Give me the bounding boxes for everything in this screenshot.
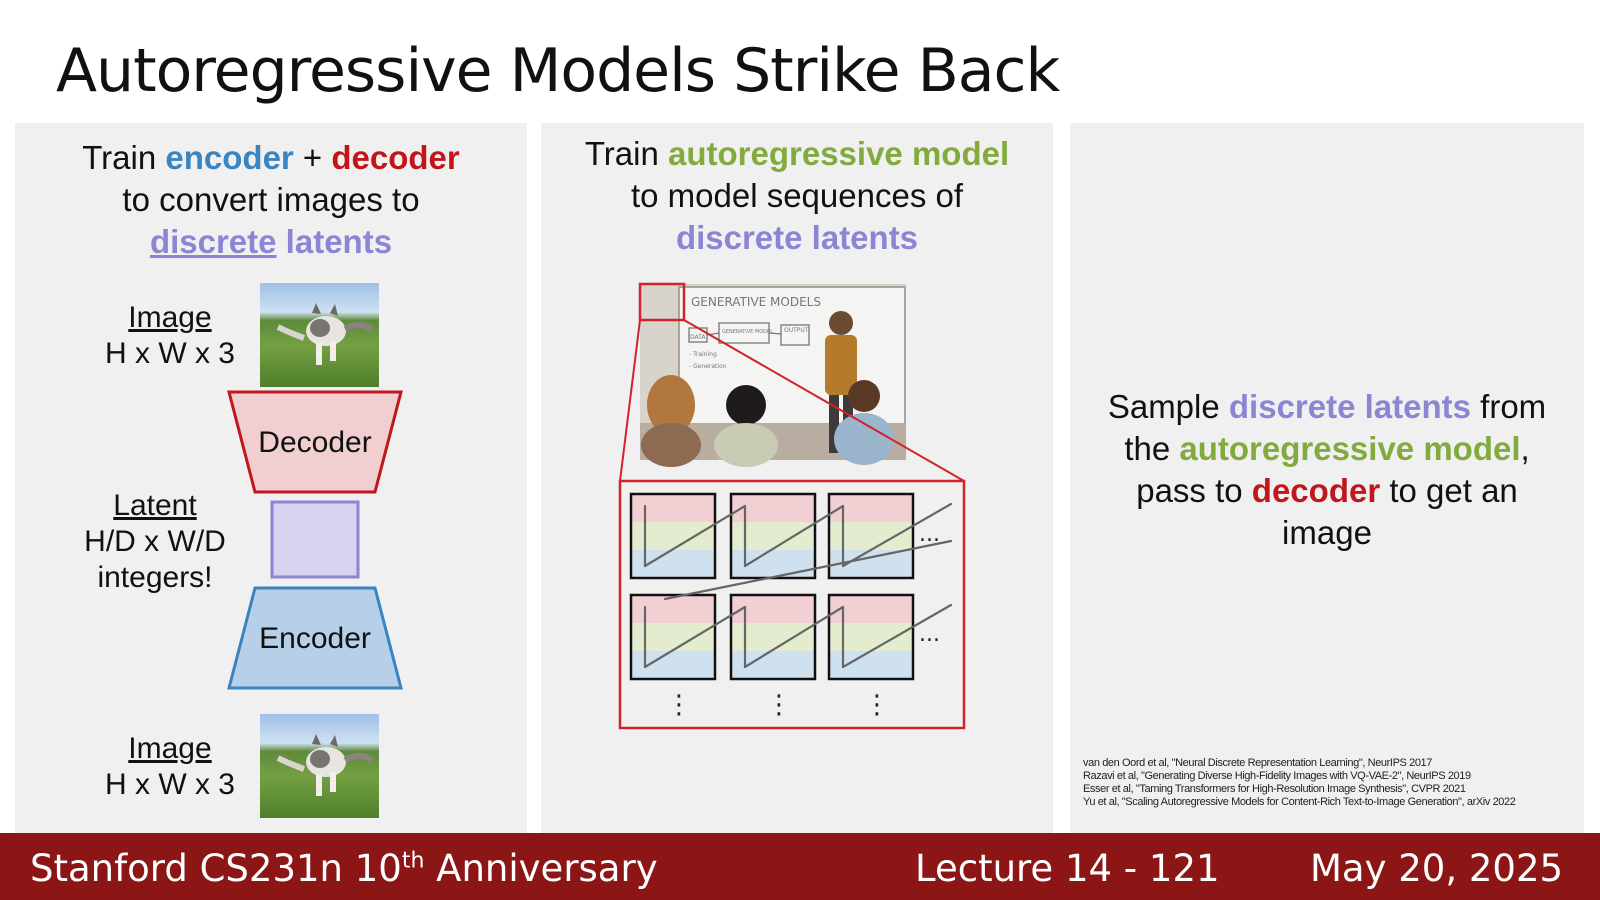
slide-footer: Stanford CS231n 10th Anniversary Lecture… (0, 833, 1600, 900)
image-top-label: Image H x W x 3 (75, 300, 265, 372)
autoregressive-model-keyword: autoregressive model (668, 135, 1010, 172)
reference-item: van den Oord et al, "Neural Discrete Rep… (1083, 757, 1432, 769)
discrete-latents-keyword: discrete latents (675, 219, 919, 256)
latent-dims-text: H/D x W/D (84, 525, 226, 558)
whiteboard-box3: OUTPUT (784, 327, 809, 334)
scan-diagonal-line (743, 605, 845, 669)
row1-ellipsis: ... (919, 522, 940, 547)
lecture-number: Lecture 14 - 121 (915, 847, 1220, 890)
scan-diagonal-line (743, 504, 845, 568)
caption-text: pass to (1136, 472, 1252, 509)
encoder-decoder-panel: Train encoder + decoder to convert image… (15, 123, 527, 833)
latent-sequence-diagram: GENERATIVE MODELS DATA GENERATIVE MODEL … (618, 282, 966, 730)
image-dims-text: H x W x 3 (104, 337, 235, 370)
whiteboard-note2: - Generation (689, 363, 727, 370)
reference-item: Esser et al, "Taming Transformers for Hi… (1083, 783, 1466, 795)
classroom-photo (640, 284, 906, 467)
kitten-illustration (276, 734, 374, 796)
reference-item: Razavi et al, "Generating Diverse High-F… (1083, 770, 1471, 782)
lecture-date: May 20, 2025 (1310, 847, 1564, 890)
discrete-keyword: discrete (149, 223, 277, 260)
panel2-caption: Train autoregressive model to model sequ… (541, 133, 1053, 259)
discrete-latents-keyword: discrete latents (1228, 388, 1471, 425)
caption-text: to model sequences of (630, 177, 964, 214)
whiteboard-box2: GENERATIVE MODEL (722, 329, 773, 335)
scan-diagonal-line (643, 504, 747, 568)
row2-ellipsis: ... (919, 622, 940, 647)
caption-text: Sample (1107, 388, 1229, 425)
zoom-line-left (619, 319, 641, 482)
decoder-keyword: decoder (331, 139, 460, 176)
course-superscript: th (401, 848, 425, 874)
course-text: Stanford CS231n 10 (30, 847, 402, 890)
decoder-label: Decoder (258, 426, 372, 459)
panel3-caption: Sample discrete latents from the autoreg… (1070, 386, 1584, 554)
caption-text: Train (82, 139, 166, 176)
image-label-text: Image (128, 732, 212, 765)
caption-text: from (1471, 388, 1547, 425)
kitten-illustration (276, 303, 374, 365)
caption-text: + (293, 139, 332, 176)
caption-text: the (1124, 430, 1180, 467)
latent-cell (629, 593, 717, 681)
sampling-panel: Sample discrete latents from the autoreg… (1070, 123, 1584, 833)
col3-vdots: ⋮ (864, 690, 890, 720)
decoder-keyword: decoder (1251, 472, 1381, 509)
encoder-block (227, 586, 403, 690)
latent-grid-frame (618, 479, 966, 730)
whiteboard-note1: - Training (689, 351, 717, 358)
col1-vdots: ⋮ (666, 690, 692, 720)
caption-text: Train (584, 135, 668, 172)
whiteboard-box1: DATA (690, 334, 706, 341)
encoder-keyword: encoder (165, 139, 294, 176)
encoder-decoder-diagram (227, 390, 403, 690)
references: van den Oord et al, "Neural Discrete Rep… (1083, 757, 1516, 809)
autoregressive-model-keyword: autoregressive model (1179, 430, 1521, 467)
caption-text: to convert images to (122, 181, 420, 218)
col2-vdots: ⋮ (766, 690, 792, 720)
caption-text: to get an (1380, 472, 1518, 509)
latent-text-block: Latent H/D x W/D integers! (60, 488, 250, 596)
scan-diagonal-line (643, 605, 747, 669)
caption-text: image (1282, 514, 1372, 551)
caption-text: , (1520, 430, 1530, 467)
latent-block (270, 500, 360, 579)
encoder-label: Encoder (259, 622, 371, 655)
decoder-block (227, 390, 403, 494)
scan-wrap-line (663, 539, 953, 601)
raster-scan-arrows (643, 502, 953, 669)
latent-label-text: Latent (113, 489, 197, 522)
latents-keyword: latents (276, 223, 393, 260)
latent-note-text: integers! (97, 561, 213, 594)
scan-diagonal-line (841, 502, 953, 568)
slide-title: Autoregressive Models Strike Back (56, 36, 1060, 106)
kitten-image-top (260, 283, 379, 387)
kitten-image-bottom (260, 714, 379, 818)
image-dims-text: H x W x 3 (104, 768, 235, 801)
scan-diagonal-line (841, 603, 953, 669)
image-bottom-label: Image H x W x 3 (75, 731, 265, 803)
autoregressive-panel: Train autoregressive model to model sequ… (541, 123, 1053, 833)
panel1-caption: Train encoder + decoder to convert image… (15, 137, 527, 263)
whiteboard-title: GENERATIVE MODELS (691, 295, 821, 309)
course-text: Anniversary (424, 847, 658, 890)
latent-cell (629, 492, 717, 580)
reference-item: Yu et al, "Scaling Autoregressive Models… (1083, 796, 1516, 808)
zoom-line-right (683, 319, 965, 482)
zoom-region (638, 282, 686, 322)
course-name: Stanford CS231n 10th Anniversary (30, 847, 658, 890)
image-label-text: Image (128, 301, 212, 334)
